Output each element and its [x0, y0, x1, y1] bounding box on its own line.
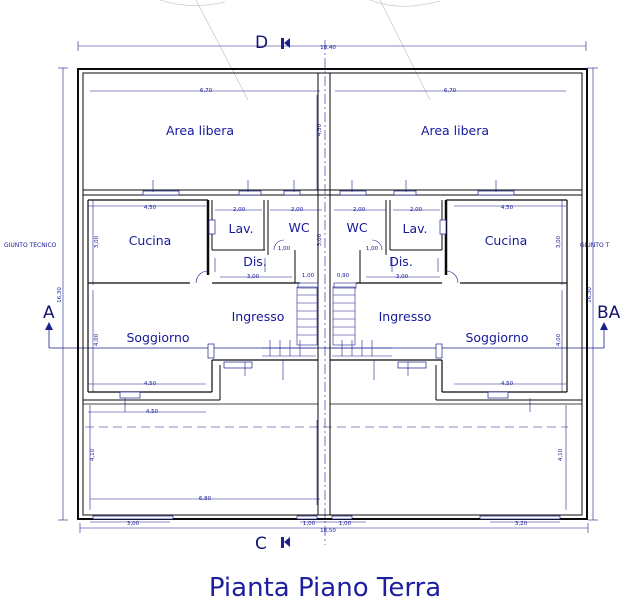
dim-total-depth-right: 16,30	[587, 287, 593, 303]
dim-living-depth-left: 4,00	[94, 333, 100, 346]
room-cucina-right: Cucina	[485, 233, 528, 248]
dim-dis-right: 3,00	[396, 274, 409, 280]
section-mark-left: A	[43, 303, 55, 323]
giunto-tecnico-left: GIUNTO TECNICO	[4, 242, 57, 249]
section-mark-bottom: C	[255, 534, 267, 554]
room-ingresso-right: Ingresso	[379, 309, 432, 324]
dim-garden-depth-right: 4,10	[558, 448, 564, 461]
dim-bottom-left: 3,00	[127, 521, 140, 527]
dim-center-depth: 4,50	[317, 123, 323, 136]
room-soggiorno-right: Soggiorno	[465, 330, 528, 345]
dim-window-b: 1,00	[302, 273, 315, 279]
dim-overall-bottom: 18,50	[320, 528, 336, 534]
section-mark-right: BA	[597, 303, 620, 323]
dim-passage-left: 1,00	[278, 246, 291, 252]
room-wc-right: WC	[346, 220, 367, 235]
windows	[92, 190, 561, 520]
dim-living-left: 4,50	[144, 381, 157, 387]
dim-garden-width: 6,80	[199, 496, 212, 502]
dim-lav-right: 2,00	[410, 207, 423, 213]
dim-area-left: 6,70	[200, 88, 213, 94]
room-lav-right: Lav.	[402, 221, 427, 236]
walls	[77, 68, 588, 520]
dim-lav-left: 2,00	[233, 207, 246, 213]
dim-bottom-mid-left: 1,00	[303, 521, 316, 527]
drawing-title: Pianta Piano Terra	[209, 573, 441, 603]
dim-bottom-right: 3,20	[515, 521, 528, 527]
section-mark-top: D	[255, 33, 268, 53]
section-arrows	[45, 38, 608, 548]
stairs	[262, 282, 392, 357]
room-wc-left: WC	[288, 220, 309, 235]
room-cucina-left: Cucina	[129, 233, 172, 248]
room-soggiorno-left: Soggiorno	[126, 330, 189, 345]
dim-living-depth-right: 4,00	[556, 333, 562, 346]
room-dis-left: Dis.	[243, 254, 267, 269]
room-area-libera-left: Area libera	[166, 123, 234, 138]
dim-kitchen-depth-right: 3,00	[556, 235, 562, 248]
dim-kitchen-depth-left: 3,00	[94, 235, 100, 248]
dim-total-depth-left: 16,30	[57, 287, 63, 303]
section-lines	[48, 330, 605, 349]
dim-garden-depth-left: 4,10	[90, 448, 96, 461]
dim-overall-top: 18,40	[320, 45, 336, 51]
dim-bottom-mid-right: 1,00	[339, 521, 352, 527]
dim-wc-left: 2,00	[291, 207, 304, 213]
background-arcs	[159, 0, 441, 101]
room-lav-left: Lav.	[228, 221, 253, 236]
dim-window-a: 0,90	[337, 273, 350, 279]
room-ingresso-left: Ingresso	[232, 309, 285, 324]
giunto-tecnico-right: GIUNTO T	[580, 242, 610, 249]
dimension-lines	[58, 40, 598, 545]
dim-center-stair: 3,00	[317, 233, 323, 246]
dim-kitchen-right: 4,50	[501, 205, 514, 211]
dim-porch-left: 4,50	[146, 409, 159, 415]
dim-wc-right: 2,00	[353, 207, 366, 213]
dim-kitchen-left: 4,50	[144, 205, 157, 211]
symbols	[124, 180, 531, 412]
room-area-libera-right: Area libera	[421, 123, 489, 138]
dim-living-right: 4,50	[501, 381, 514, 387]
dim-area-right: 6,70	[444, 88, 457, 94]
room-dis-right: Dis.	[389, 254, 413, 269]
dim-dis-left: 3,00	[247, 274, 260, 280]
dim-passage-right: 1,00	[366, 246, 379, 252]
